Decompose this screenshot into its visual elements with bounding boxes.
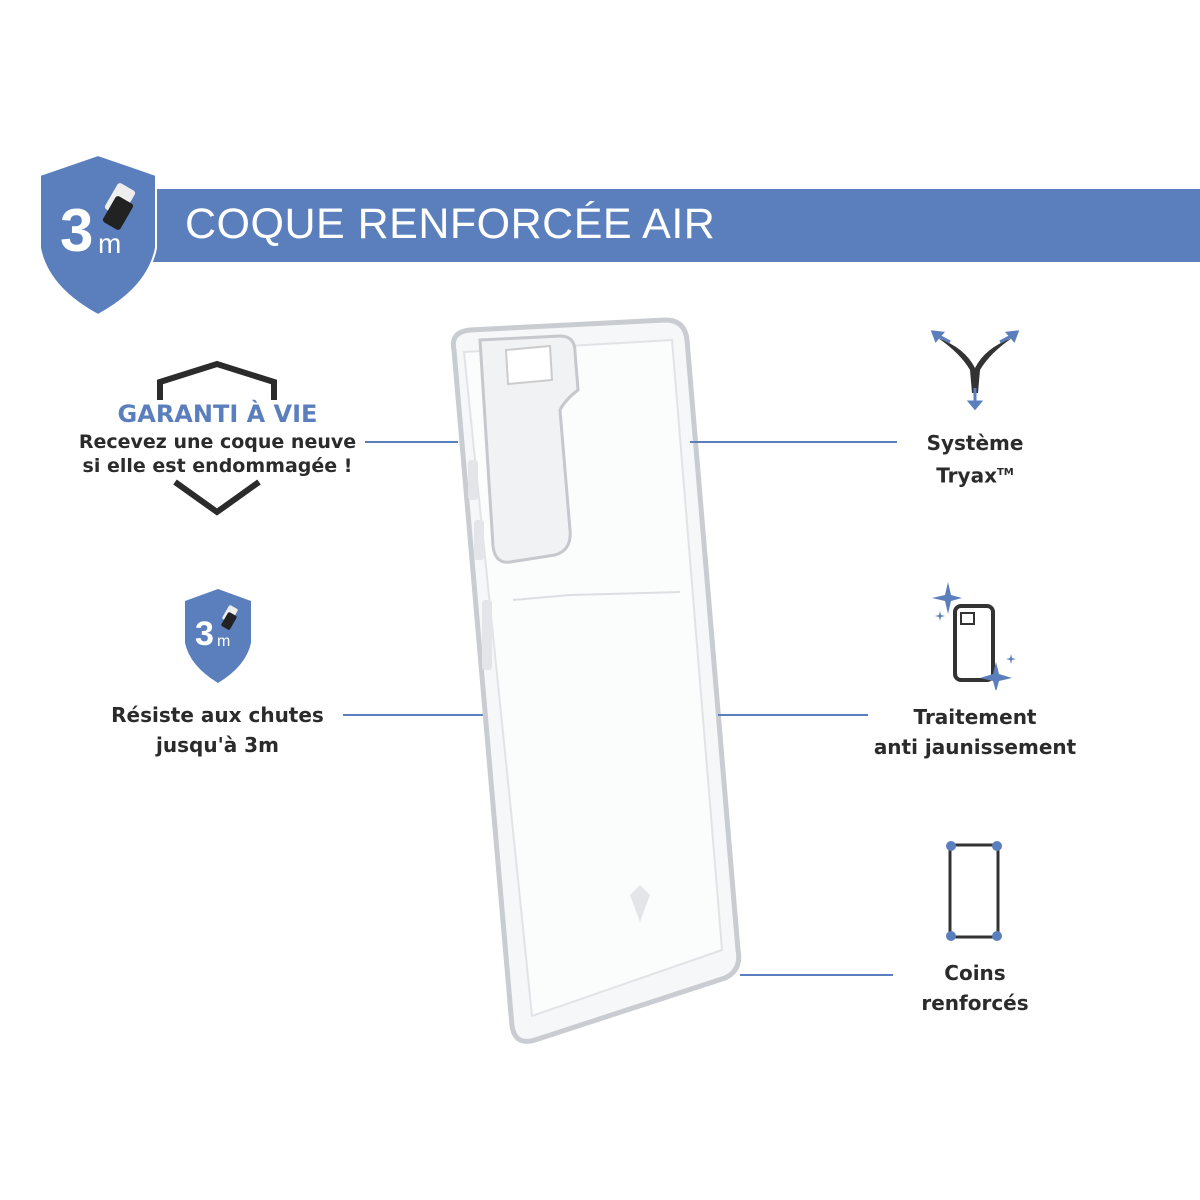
corners-label: Coins renforcés	[890, 958, 1060, 1018]
reinforced-corners-icon	[946, 841, 1002, 941]
warranty-shield-icon	[157, 360, 277, 516]
drop-shield-icon: 3 m	[185, 589, 251, 683]
tryax-icon	[930, 330, 1020, 410]
anti-yellowing-icon	[932, 582, 1016, 690]
phone-case-image	[450, 317, 742, 1044]
drop-label: Résiste aux chutes jusqu'à 3m	[95, 700, 340, 760]
badge-unit: m	[98, 228, 121, 259]
drop-badge-unit: m	[217, 633, 230, 650]
connector-line	[343, 714, 484, 716]
corners-line1: Coins	[944, 961, 1006, 985]
warranty-line1: Recevez une coque neuve	[78, 431, 357, 453]
tryax-line2: Tryax	[936, 463, 997, 488]
warranty-title: GARANTI À VIE	[117, 400, 318, 428]
drop-badge-number: 3	[195, 615, 214, 653]
tryax-line1: Système	[926, 431, 1024, 455]
connector-line	[365, 441, 458, 443]
warranty-text: Recevez une coque neuve si elle est endo…	[55, 430, 380, 478]
trademark: TM	[996, 467, 1014, 478]
drop-line1: Résiste aux chutes	[111, 703, 324, 727]
warranty-line2: si elle est endommagée !	[82, 455, 353, 477]
anti-yellowing-line1: Traitement	[913, 705, 1037, 729]
drop-line2: jusqu'à 3m	[156, 733, 279, 757]
anti-yellowing-label: Traitement anti jaunissement	[860, 702, 1090, 762]
badge-number: 3	[60, 197, 93, 264]
page-title: COQUE RENFORCÉE AIR	[185, 200, 716, 248]
anti-yellowing-line2: anti jaunissement	[873, 735, 1077, 759]
tryax-label: Système TryaxTM	[890, 428, 1060, 491]
title-banner	[150, 189, 1200, 262]
corners-line2: renforcés	[921, 991, 1029, 1015]
drop-3m-shield-icon: 3 m	[39, 153, 157, 317]
connector-line	[740, 974, 893, 976]
connector-line	[718, 714, 868, 716]
connector-line	[690, 441, 897, 443]
